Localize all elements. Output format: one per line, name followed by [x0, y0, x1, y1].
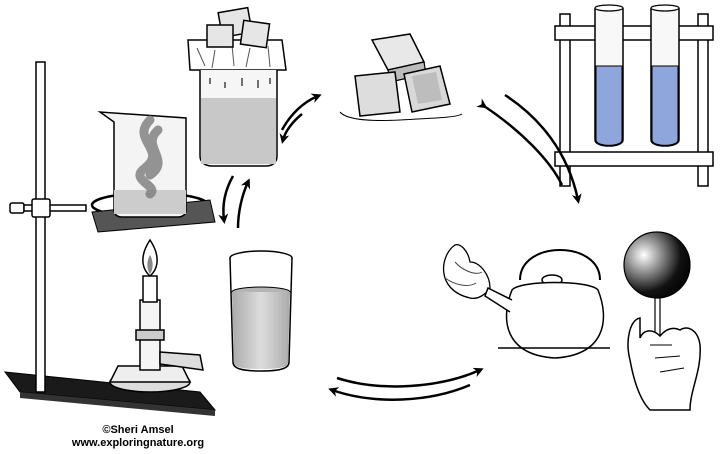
arrow-down-to-glass — [218, 175, 235, 224]
arrow-glass-to-kettle — [336, 367, 484, 388]
arrow-ice-to-kettle — [504, 93, 582, 204]
hand-holding-ball — [623, 231, 701, 411]
author-credit: ©Sheri Amsel — [102, 424, 174, 436]
glass-of-water — [229, 250, 293, 372]
tea-kettle-steam — [443, 244, 610, 359]
beaker-with-ice-condensation — [187, 6, 287, 167]
bunsen-burner — [108, 238, 204, 393]
website-credit: www.exploringnature.org — [71, 437, 205, 449]
arrow-up-from-glass — [236, 178, 251, 229]
arrow-kettle-to-ice — [476, 98, 564, 186]
arrow-from-ice — [279, 113, 303, 144]
cycle-arrows — [218, 93, 582, 401]
ice-cubes — [339, 33, 463, 121]
arrow-to-ice — [280, 93, 322, 131]
arrow-kettle-to-glass — [328, 383, 471, 401]
beaker-with-smoke — [91, 111, 216, 233]
test-tube-rack — [554, 4, 714, 187]
